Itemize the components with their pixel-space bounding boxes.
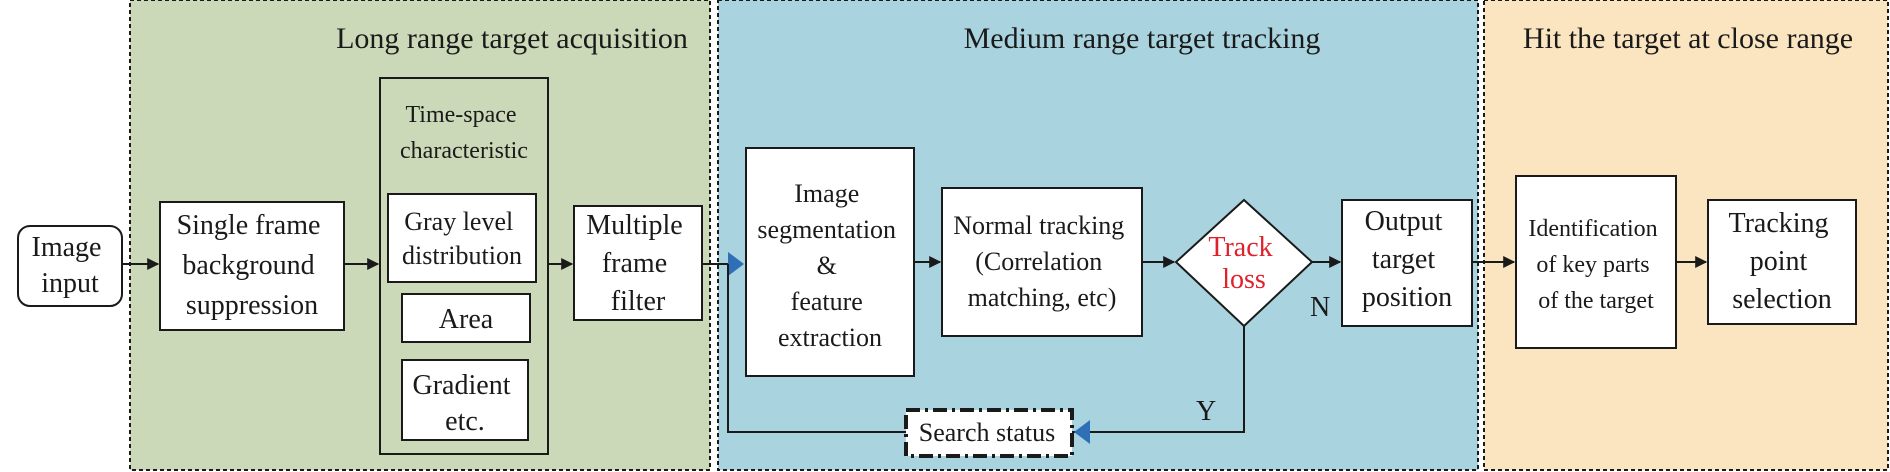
- single-frame-box: [159, 201, 345, 331]
- edge-label-yes: Y: [1196, 396, 1216, 427]
- identification-box: [1515, 175, 1677, 349]
- image-input-label: Image input: [32, 232, 109, 299]
- tracking-point-label: Tracking point selection: [1728, 208, 1835, 315]
- normal-tracking-label: Normal tracking (Correlation matching, e…: [953, 211, 1131, 312]
- area-label: Area: [439, 304, 494, 335]
- time-space-box: [379, 77, 549, 455]
- feedback-yes-path: [1072, 326, 1245, 433]
- gray-level-box: [387, 193, 537, 283]
- blue-arrow-head-entry: [728, 252, 744, 276]
- feedback-return-path: [727, 264, 906, 433]
- gradient-box: [401, 359, 529, 441]
- close-range-title: Hit the target at close range: [1523, 22, 1853, 55]
- image-segmentation-label: Image segmentation & feature extraction: [757, 179, 902, 352]
- gray-level-label: Gray level distribution: [402, 207, 522, 270]
- edge-label-no: N: [1310, 292, 1330, 323]
- blue-arrow-head-search: [1074, 420, 1090, 444]
- gradient-label: Gradient etc.: [413, 370, 518, 437]
- long-range-title: Long range target acquisition: [336, 22, 688, 55]
- track-loss-label: Track loss: [1208, 232, 1279, 295]
- identification-label: Identification of key parts of the targe…: [1528, 216, 1663, 314]
- time-space-label: Time-space characteristic: [400, 102, 528, 164]
- normal-tracking-box: [941, 187, 1143, 337]
- medium-range-title: Medium range target tracking: [964, 22, 1321, 55]
- search-status-label: Search status: [919, 418, 1055, 447]
- tracking-point-box: [1707, 199, 1857, 325]
- output-position-box: [1341, 199, 1473, 327]
- single-frame-label: Single frame background suppression: [177, 210, 328, 321]
- multiple-frame-label: Multiple frame filter: [586, 210, 689, 317]
- area-box: [401, 293, 531, 343]
- output-position-label: Output target position: [1362, 206, 1452, 313]
- image-segmentation-box: [745, 147, 915, 377]
- image-input-box: [17, 225, 123, 307]
